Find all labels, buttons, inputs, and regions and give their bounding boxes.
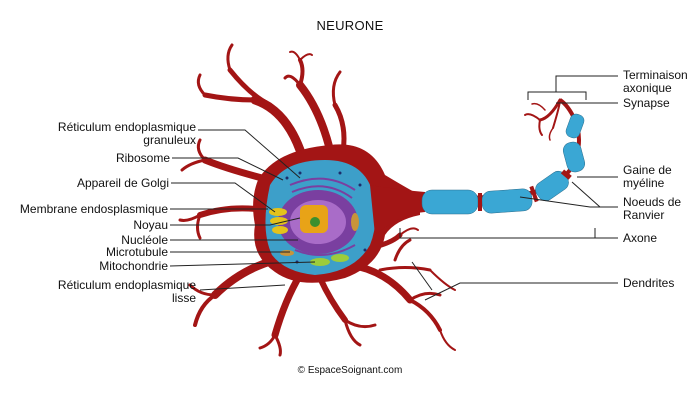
- axon-hillock: [370, 185, 425, 235]
- label-rough-er: Réticulum endoplasmique granuleux: [57, 120, 196, 147]
- nucleolus-core: [310, 217, 320, 227]
- label-nucleolus: Nucléole: [121, 233, 168, 247]
- label-nodes-of-ranvier: Noeuds de Ranvier: [623, 195, 682, 222]
- myelin-sheath: [421, 113, 586, 215]
- label-nucleus: Noyau: [133, 218, 168, 232]
- label-axon-terminal: Terminaison axonique: [623, 68, 688, 95]
- label-myelin-sheath: Gaine de myéline: [623, 163, 672, 190]
- nodes-of-ranvier: [478, 169, 572, 211]
- label-smooth-er: Réticulum endoplasmique lisse: [57, 278, 196, 305]
- label-mitochondria: Mitochondrie: [99, 259, 168, 273]
- label-golgi: Appareil de Golgi: [76, 176, 169, 190]
- leader-lines: [169, 75, 618, 301]
- ribosomes: [285, 171, 367, 264]
- label-axon: Axone: [623, 231, 658, 245]
- label-ribosome: Ribosome: [115, 151, 170, 165]
- credit-text: © EspaceSoignant.com: [297, 365, 403, 376]
- label-microtubule: Microtubule: [105, 245, 168, 259]
- label-dendrites: Dendrites: [623, 276, 675, 290]
- diagram-title: NEURONE: [316, 18, 384, 33]
- label-synapse: Synapse: [623, 96, 670, 110]
- label-endoplasmic-membrane: Membrane endosplasmique: [19, 202, 168, 216]
- axon-terminal: [524, 98, 562, 141]
- golgi-apparatus: [269, 208, 288, 234]
